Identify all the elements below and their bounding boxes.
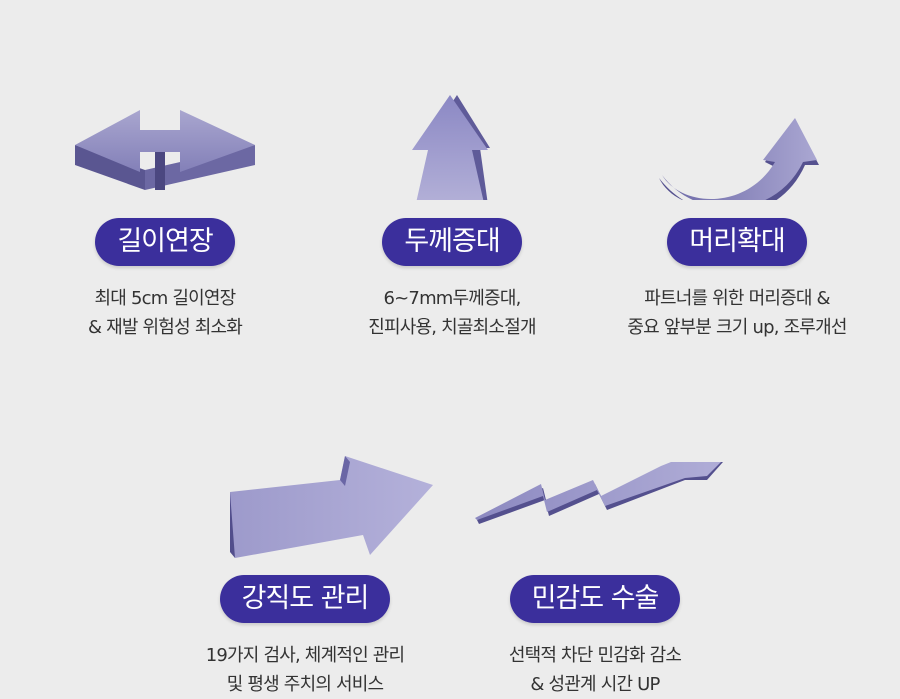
- feature-title: 길이연장: [95, 218, 235, 266]
- feature-title: 머리확대: [667, 218, 807, 266]
- up-arrow-icon: [412, 95, 490, 200]
- double-arrow-icon: [75, 110, 255, 190]
- feature-description: 선택적 차단 민감화 감소 & 성관계 시간 UP: [508, 645, 682, 695]
- feature-rigidity: 강직도 관리 19가지 검사, 체계적인 관리 및 평생 주치의 서비스: [155, 420, 455, 699]
- feature-title: 강직도 관리: [219, 575, 391, 623]
- feature-title: 민감도 수술: [509, 575, 681, 623]
- curved-arrow-icon: [659, 118, 819, 200]
- feature-length: 길이연장 최대 5cm 길이연장 & 재발 위험성 최소화: [15, 0, 315, 342]
- feature-sensitivity: 민감도 수술 선택적 차단 민감화 감소 & 성관계 시간 UP: [445, 420, 745, 699]
- feature-description: 최대 5cm 길이연장 & 재발 위험성 최소화: [87, 288, 243, 338]
- feature-description: 6~7mm두께증대, 진피사용, 치골최소절개: [368, 288, 536, 338]
- feature-description: 파트너를 위한 머리증대 & 중요 앞부분 크기 up, 조루개선: [627, 288, 847, 338]
- right-arrow-icon: [230, 456, 433, 558]
- zigzag-arrow-icon: [475, 462, 723, 524]
- feature-head-enlarge: 머리확대 파트너를 위한 머리증대 & 중요 앞부분 크기 up, 조루개선: [587, 0, 887, 342]
- feature-thickness: 두께증대 6~7mm두께증대, 진피사용, 치골최소절개: [302, 0, 602, 342]
- feature-description: 19가지 검사, 체계적인 관리 및 평생 주치의 서비스: [205, 645, 405, 695]
- feature-title: 두께증대: [382, 218, 522, 266]
